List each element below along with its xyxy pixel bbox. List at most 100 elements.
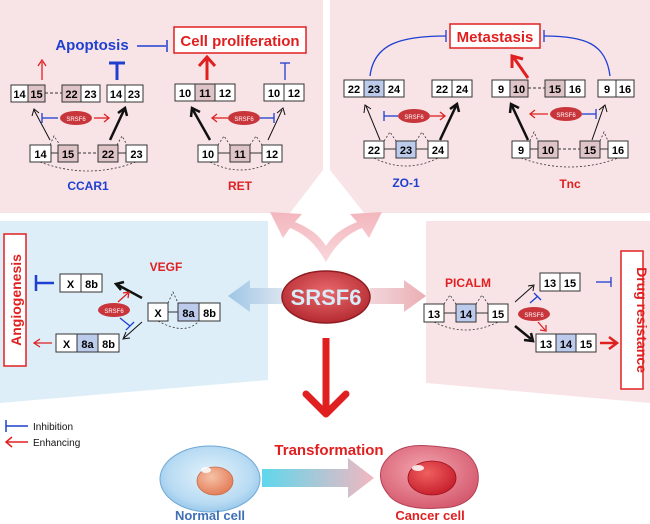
exon-label: 14 bbox=[13, 89, 26, 101]
exon-label: 15 bbox=[580, 339, 592, 351]
exon bbox=[125, 144, 148, 163]
exon-label: 23 bbox=[128, 89, 140, 101]
exon bbox=[283, 83, 305, 102]
exon-label: 9 bbox=[518, 145, 524, 157]
exon bbox=[564, 79, 586, 98]
picalm-arrow-thin bbox=[514, 285, 534, 303]
exon-label: 23 bbox=[84, 89, 96, 101]
ccar1-isoform-long: 14 15 22 23 bbox=[10, 84, 101, 103]
cancer-cell bbox=[380, 444, 479, 509]
exon-label: 22 bbox=[102, 149, 114, 161]
exon bbox=[80, 273, 103, 293]
vegf-srsf6-badge bbox=[98, 303, 130, 317]
zo1-isoform-long: 22 23 24 bbox=[343, 79, 405, 98]
ret-arrow-thick bbox=[191, 109, 212, 141]
picalm-isoform-long: 13 14 15 bbox=[535, 333, 597, 353]
exon-label: 22 bbox=[436, 84, 448, 96]
picalm-isoform-short: 13 15 bbox=[539, 272, 581, 292]
exon-label: 15 bbox=[30, 89, 42, 101]
exon bbox=[559, 272, 581, 292]
vegf-srsf6-badge-label: SRSF6 bbox=[104, 309, 124, 315]
ccar1-arrow-thin-head bbox=[31, 108, 40, 117]
exon-label: 23 bbox=[368, 84, 380, 96]
vegf-pre-mrna: X 8a 8b bbox=[147, 291, 221, 329]
vegf-inhibit-arrow-bar bbox=[125, 321, 135, 331]
exon bbox=[80, 84, 101, 103]
zo1-srsf6-badge bbox=[398, 109, 430, 123]
picalm-label: PICALM bbox=[445, 276, 491, 290]
picalm-enhance-arrow bbox=[537, 321, 546, 331]
exon-label: 13 bbox=[544, 278, 556, 290]
inhibition-legend-label: Inhibition bbox=[33, 422, 73, 433]
vegf-arrow-thick-head bbox=[113, 280, 125, 291]
exon-label: 10 bbox=[202, 149, 214, 161]
zo1-enhance-right-head bbox=[439, 111, 447, 121]
exon-label: 16 bbox=[569, 84, 581, 96]
exon-label: 24 bbox=[432, 145, 445, 157]
ret-label: RET bbox=[228, 179, 253, 193]
picalm-arrow-thick-head bbox=[523, 332, 535, 343]
ccar1-isoform-short: 14 23 bbox=[106, 84, 144, 103]
tnc-arrow-thin bbox=[591, 105, 605, 141]
ccar1-enhance-head bbox=[37, 58, 47, 67]
metastasis-label: Metastasis bbox=[457, 29, 534, 46]
zo1-pre-mrna: 22 23 24 bbox=[363, 131, 449, 167]
zo1-isoform-short: 22 24 bbox=[431, 79, 473, 98]
picalm-srsf6-badge bbox=[518, 307, 550, 321]
apoptosis-label: Apoptosis bbox=[55, 37, 128, 54]
legend: Inhibition Enhancing bbox=[4, 420, 80, 449]
cancer-cell-label: Cancer cell bbox=[395, 508, 464, 523]
exon-label: 13 bbox=[540, 339, 552, 351]
tnc-arrow-thick bbox=[510, 105, 530, 141]
exon-label: 12 bbox=[288, 88, 300, 100]
exon-label: 8b bbox=[203, 308, 216, 320]
metastasis-box bbox=[449, 23, 541, 49]
angiogenesis-label: Angiogenesis bbox=[8, 254, 24, 346]
exon-label: 22 bbox=[348, 84, 360, 96]
ret-arrow-thick-head bbox=[189, 106, 201, 118]
exon-label: 8a bbox=[182, 308, 195, 320]
vegf-arrow-thin-head bbox=[122, 331, 131, 340]
vegf-arrow-thick bbox=[117, 283, 143, 300]
ccar1-pre-mrna: 14 15 22 23 bbox=[29, 135, 148, 172]
tnc-arrow-thick-head bbox=[508, 102, 520, 114]
exon bbox=[487, 303, 509, 323]
picalm-arrow-thick bbox=[514, 325, 532, 340]
ret-arrow-thin bbox=[267, 109, 283, 141]
exon-label: 24 bbox=[456, 84, 469, 96]
vegf-isoform-a: X 8a 8b bbox=[55, 333, 120, 353]
ccar1-enhance-right-head bbox=[103, 113, 111, 123]
zo1-srsf6-badge-label: SRSF6 bbox=[404, 115, 424, 121]
exon-label: 10 bbox=[268, 88, 280, 100]
vegf-isoform-b: X 8b bbox=[59, 273, 103, 293]
exon-label: 23 bbox=[130, 149, 142, 161]
exon-label: 23 bbox=[400, 145, 412, 157]
picalm-inhibit-arrow-bar bbox=[533, 292, 542, 301]
drug-resistance-label: Drug resistance bbox=[634, 267, 650, 373]
exon-label: 16 bbox=[619, 84, 631, 96]
top-right-panel bbox=[330, 0, 650, 213]
exon-label: 14 bbox=[460, 309, 473, 321]
tnc-pre-mrna: 9 10 15 16 bbox=[511, 131, 629, 168]
cancer-cell-highlight bbox=[412, 465, 424, 471]
tnc-isoform-long: 9 10 15 16 bbox=[491, 79, 586, 98]
srsf6-center-ellipse bbox=[281, 270, 371, 324]
picalm-arrow-thin-head bbox=[527, 284, 535, 292]
exon bbox=[427, 140, 449, 159]
exon-label: 22 bbox=[368, 145, 380, 157]
exon-label: 11 bbox=[199, 88, 211, 100]
exon bbox=[214, 83, 236, 102]
zo1-arrow-thin-head bbox=[363, 104, 372, 114]
center-right-arrow bbox=[370, 280, 426, 312]
tnc-inhibit-curve bbox=[543, 35, 611, 77]
tnc-arrow-thin-head bbox=[598, 104, 608, 113]
cell-proliferation-label: Cell proliferation bbox=[180, 33, 299, 50]
cell-proliferation-box bbox=[173, 26, 307, 54]
zo1-arrow-thick bbox=[438, 105, 458, 141]
zo1-label: ZO-1 bbox=[392, 176, 420, 190]
exon-label: 22 bbox=[65, 89, 77, 101]
tnc-srsf6-badge-label: SRSF6 bbox=[556, 113, 576, 119]
exon-label: 12 bbox=[219, 88, 231, 100]
tnc-srsf6-badge bbox=[550, 107, 582, 121]
exon-label: 15 bbox=[584, 145, 596, 157]
